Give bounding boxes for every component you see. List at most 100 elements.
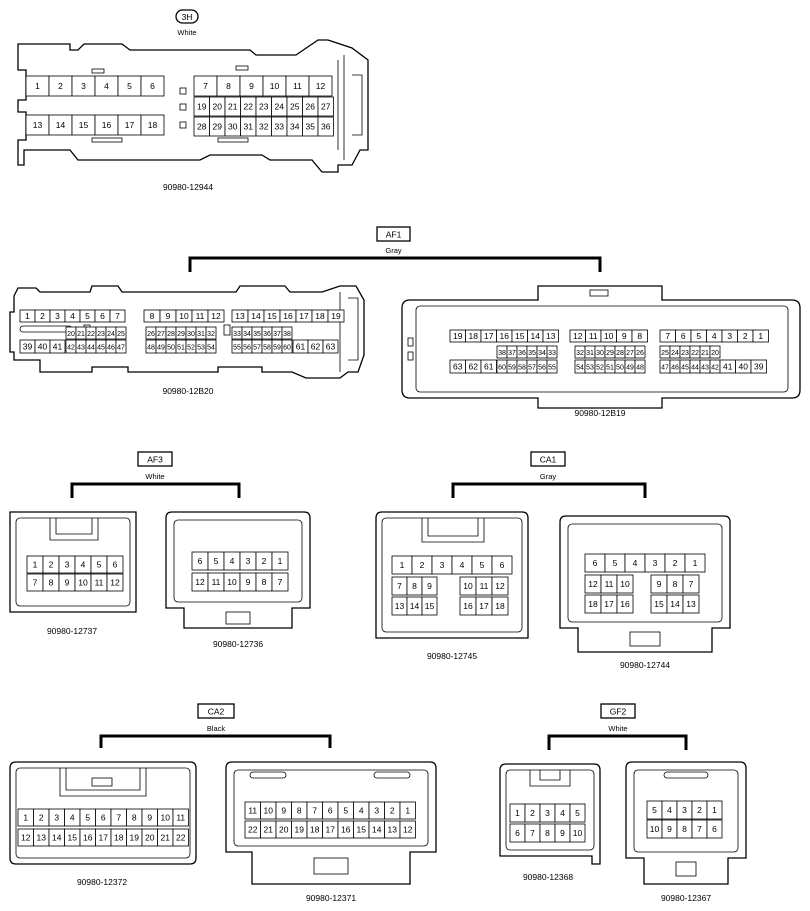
pin-number: 58 xyxy=(263,345,271,352)
pin-number: 54 xyxy=(576,365,584,372)
connector-12372-latch xyxy=(59,768,147,797)
pin-number: 2 xyxy=(530,808,535,818)
pin-number: 9 xyxy=(249,81,254,91)
pin-cell xyxy=(542,329,559,343)
pin-number: 10 xyxy=(650,824,660,834)
pin-number: 35 xyxy=(253,331,261,338)
pin-cell xyxy=(399,801,416,820)
pin-cell xyxy=(616,574,634,594)
pin-cell xyxy=(421,596,438,616)
pin-number: 14 xyxy=(410,601,420,611)
pin-number: 4 xyxy=(633,558,638,568)
pin-number: 60 xyxy=(283,345,291,352)
pin-number: 37 xyxy=(273,331,281,338)
connector-12736-face xyxy=(173,519,303,603)
pin-number: 47 xyxy=(661,365,669,372)
connector-12371-slot xyxy=(249,771,287,779)
connector-12737-face xyxy=(15,517,131,607)
pin-number: 8 xyxy=(682,824,687,834)
pin-number: 11 xyxy=(176,813,185,823)
group-ca1-color: Gray xyxy=(540,472,557,481)
pin-number: 34 xyxy=(290,122,300,132)
group-gf2-bracket xyxy=(547,734,688,750)
connector-12944-key xyxy=(235,65,249,71)
pin-number: 15 xyxy=(79,120,89,130)
pin-cell xyxy=(399,820,416,839)
group-af3-color: White xyxy=(145,472,164,481)
pin-number: 25 xyxy=(117,331,125,338)
pin-number: 17 xyxy=(299,311,309,321)
pin-number: 53 xyxy=(197,345,205,352)
pin-number: 46 xyxy=(107,345,115,352)
part-number-12367: 90980-12367 xyxy=(661,893,711,903)
pin-number: 1 xyxy=(405,806,410,816)
pin-number: 31 xyxy=(197,331,205,338)
pin-number: 51 xyxy=(606,365,614,372)
pin-number: 25 xyxy=(290,102,300,112)
pin-number: 20 xyxy=(711,350,719,357)
pin-number: 40 xyxy=(38,342,48,352)
pin-number: 55 xyxy=(548,365,556,372)
pin-number: 5 xyxy=(480,560,485,570)
group-af1-code: AF1 xyxy=(386,230,402,240)
pin-cell xyxy=(682,574,700,594)
pin-number: 36 xyxy=(263,331,271,338)
pin-number: 10 xyxy=(179,311,189,321)
connector-12B19-guide xyxy=(407,337,414,347)
connector-12944-latch xyxy=(337,55,363,160)
pin-number: 45 xyxy=(97,345,105,352)
connector-12371-face xyxy=(233,769,429,847)
pin-number: 5 xyxy=(214,556,219,566)
pin-number: 57 xyxy=(528,365,536,372)
pin-number: 13 xyxy=(37,833,47,843)
pin-cell xyxy=(115,339,127,354)
pin-number: 3 xyxy=(246,556,251,566)
pin-number: 12 xyxy=(110,578,120,588)
pin-number: 21 xyxy=(77,331,85,338)
pin-cell xyxy=(172,828,189,847)
connector-12368-latch xyxy=(529,770,571,787)
pin-number: 63 xyxy=(453,362,463,372)
pin-number: 48 xyxy=(147,345,155,352)
pin-number: 5 xyxy=(343,806,348,816)
part-number-12B19: 90980-12B19 xyxy=(574,408,625,418)
pin-cell xyxy=(317,96,334,117)
pin-number: 4 xyxy=(70,813,75,823)
pin-number: 6 xyxy=(150,81,155,91)
connector-12737-latch xyxy=(49,518,99,541)
pin-number: 16 xyxy=(283,311,293,321)
pin-cell xyxy=(172,808,189,827)
pin-number: 16 xyxy=(463,601,473,611)
pin-number: 2 xyxy=(697,805,702,815)
pin-number: 2 xyxy=(40,311,45,321)
pin-number: 6 xyxy=(113,560,118,570)
pin-number: 34 xyxy=(243,331,251,338)
connector-12B19-guide xyxy=(407,351,414,361)
pin-cell xyxy=(205,339,217,354)
group-ca1-code: CA1 xyxy=(540,455,557,465)
connector-12944-key xyxy=(91,68,105,74)
pin-number: 54 xyxy=(207,345,215,352)
group-af3-code-box xyxy=(137,451,173,467)
pin-number: 16 xyxy=(620,599,630,609)
pin-number: 7 xyxy=(689,579,694,589)
pin-cell xyxy=(109,309,126,323)
pin-cell xyxy=(634,345,646,359)
pin-number: 22 xyxy=(691,350,699,357)
pin-number: 20 xyxy=(279,825,289,835)
pin-cell xyxy=(491,596,509,616)
pin-number: 42 xyxy=(67,345,75,352)
pin-number: 1 xyxy=(400,560,405,570)
pin-number: 40 xyxy=(739,362,749,372)
pin-number: 17 xyxy=(479,601,489,611)
pin-cell xyxy=(491,555,513,575)
